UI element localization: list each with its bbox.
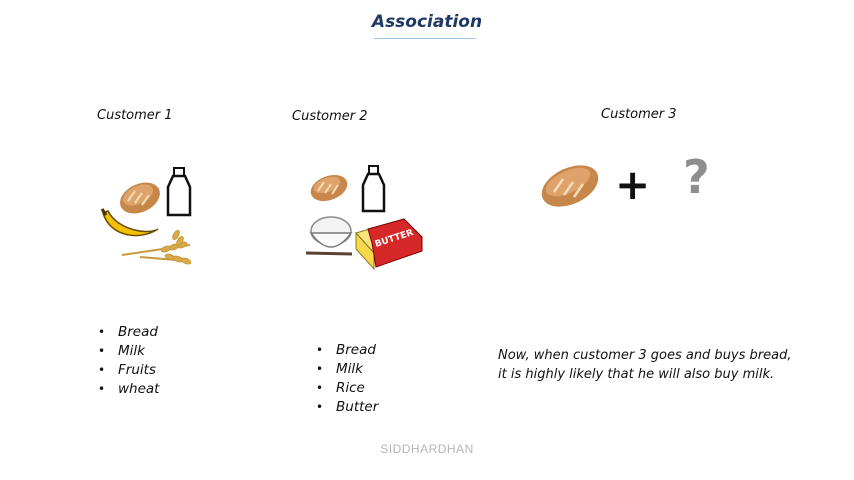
plus-icon: +	[615, 160, 651, 209]
customer-1-label: Customer 1	[97, 108, 173, 123]
banana-icon	[100, 208, 159, 237]
slide-title: Association	[371, 12, 483, 32]
customer-3-bread-image	[541, 165, 599, 207]
list-item: wheat	[98, 380, 159, 399]
list-item: Bread	[316, 341, 378, 360]
watermark: SIDDHARDHAN	[380, 442, 474, 456]
customer-2-groceries-image: BUTTER	[305, 165, 423, 271]
customer-1-item-list: Bread Milk Fruits wheat	[98, 323, 159, 399]
note-line-1: Now, when customer 3 goes and buys bread…	[498, 348, 792, 363]
list-item: Milk	[316, 360, 378, 379]
milk-bottle-icon	[361, 165, 386, 213]
association-note: Now, when customer 3 goes and buys bread…	[498, 346, 818, 384]
list-item: Fruits	[98, 361, 159, 380]
butter-icon: BUTTER	[355, 218, 423, 271]
title-underline	[374, 38, 476, 39]
customer-2-item-list: Bread Milk Rice Butter	[316, 341, 378, 417]
rice-bowl-icon	[305, 216, 353, 256]
customer-1-groceries-image	[100, 167, 192, 265]
note-line-2: it is highly likely that he will also bu…	[498, 367, 775, 382]
customer-2-label: Customer 2	[292, 109, 368, 124]
bread-icon	[310, 174, 348, 202]
list-item: Rice	[316, 379, 378, 398]
wheat-icon	[121, 229, 192, 265]
list-item: Bread	[98, 323, 159, 342]
list-item: Milk	[98, 342, 159, 361]
question-mark-icon: ?	[683, 150, 710, 204]
bread-icon	[541, 165, 599, 207]
customer-3-label: Customer 3	[601, 107, 677, 122]
list-item: Butter	[316, 398, 378, 417]
bread-icon	[120, 182, 160, 214]
milk-bottle-icon	[166, 167, 192, 217]
